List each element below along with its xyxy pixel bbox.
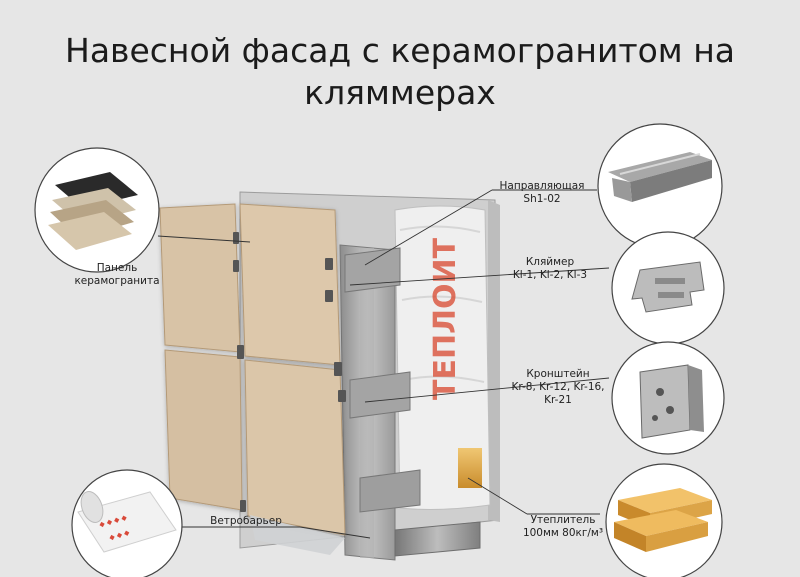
leader-bracket <box>364 377 610 403</box>
label-bracket: Кронштейн Kr-8, Kr-12, Kr-16, Kr-21 <box>511 368 605 406</box>
label-clamp: Кляймер Kl-1, Kl-2, Kl-3 <box>512 256 588 281</box>
insulation-print-text: ТЕПЛОИТ <box>428 237 463 400</box>
page-title: Навесной фасад с керамогранитом на клямм… <box>0 30 800 114</box>
clamps <box>233 232 346 512</box>
guide-detail-circle <box>597 123 723 249</box>
panel-detail-circle <box>34 147 160 273</box>
wind-barrier-edge <box>250 515 345 555</box>
leader-insulation <box>467 477 528 515</box>
clamp-detail-circle <box>611 231 725 345</box>
label-insulation: Утеплитель 100мм 80кг/м³ <box>522 514 604 539</box>
wool-sample <box>458 448 482 488</box>
leader-guide <box>364 189 493 266</box>
wind-barrier-detail-circle: ◆ ◆ ◆ ◆ ◆ ◆ ◆ <box>71 469 183 577</box>
leader-clamp <box>349 267 610 286</box>
bottom-rail <box>394 521 481 557</box>
leader-wind <box>299 526 371 539</box>
title-line-2: кляммерах <box>304 73 496 112</box>
label-guide: Направляющая Sh1-02 <box>499 180 585 205</box>
porcelain-tiles <box>159 203 346 536</box>
brackets <box>344 247 421 513</box>
label-wind-barrier: Ветробарьер <box>210 515 282 527</box>
leader-lines <box>157 189 610 539</box>
insulation-slab: ТЕПЛОИТ <box>394 205 491 510</box>
leader-panel <box>157 235 251 243</box>
bracket-detail-circle <box>611 341 725 455</box>
insulation-detail-circle <box>605 463 723 577</box>
title-line-1: Навесной фасад с керамогранитом на <box>65 31 735 70</box>
label-panel: Панель керамогранита <box>74 262 160 287</box>
